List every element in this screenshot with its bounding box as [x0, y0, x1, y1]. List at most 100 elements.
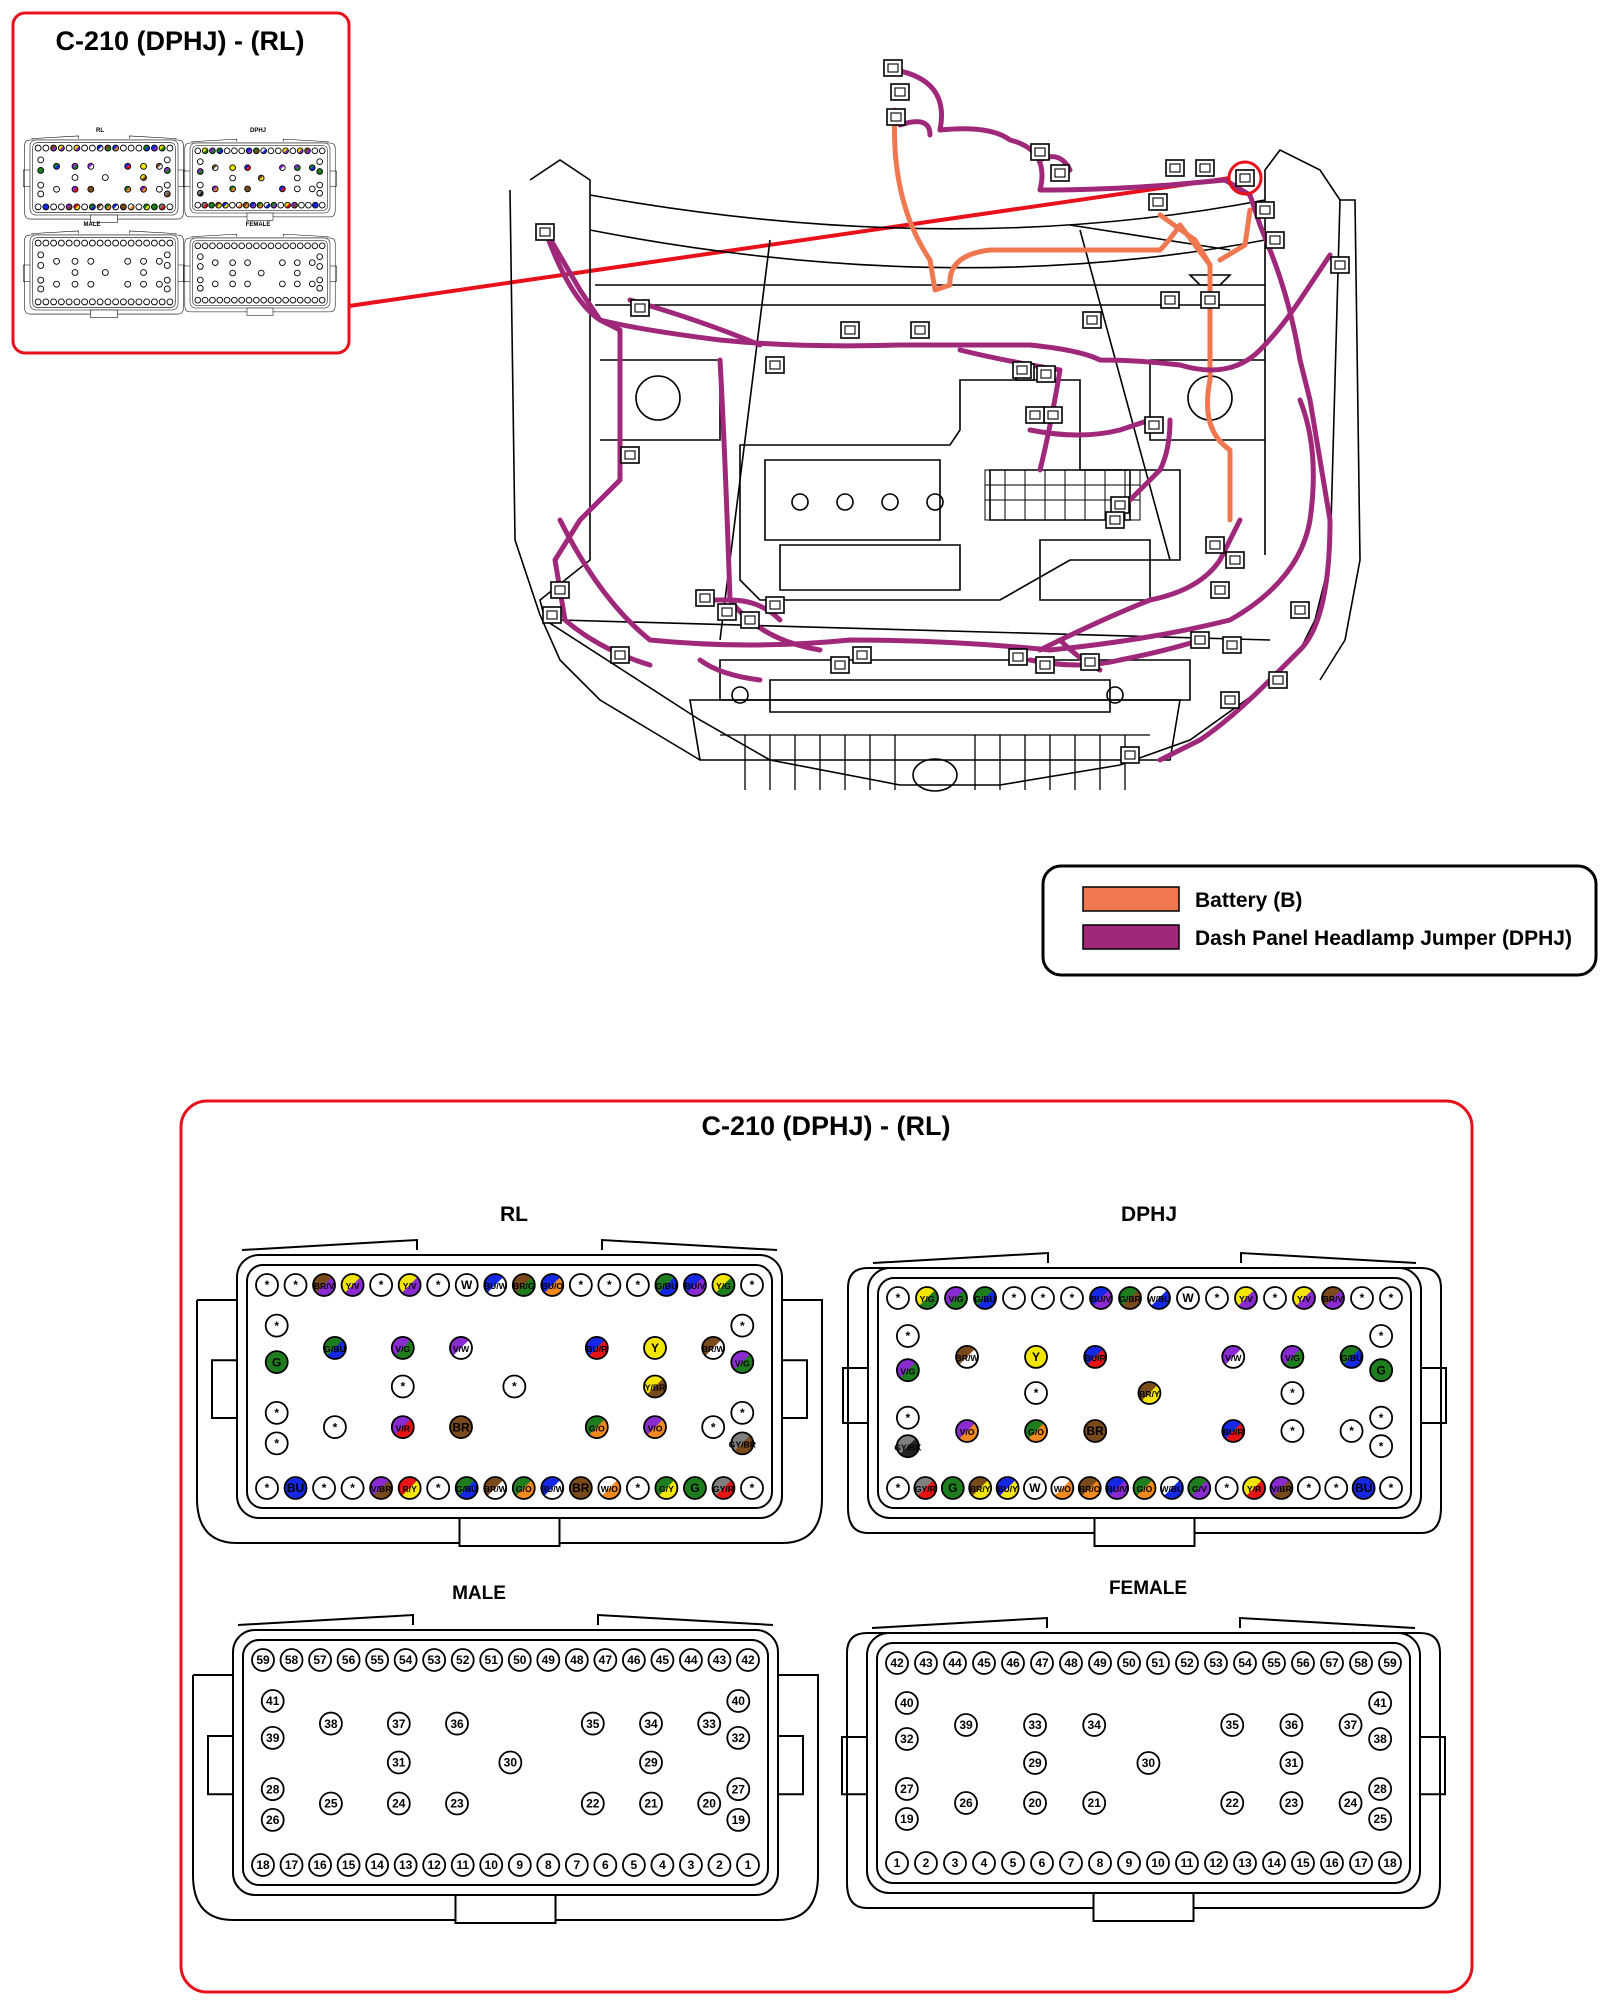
pin-label: 32 — [732, 1731, 746, 1745]
pin-label: V/G — [735, 1358, 750, 1368]
pin-label: 29 — [644, 1756, 658, 1770]
pin — [267, 296, 275, 304]
pin-label: * — [1273, 1291, 1278, 1305]
pin-label: 20 — [703, 1797, 717, 1811]
pin — [222, 201, 229, 209]
pin: V/O — [955, 1419, 979, 1443]
pin: BR/W — [955, 1345, 979, 1369]
pin: 6 — [1030, 1851, 1054, 1875]
pin — [257, 269, 265, 277]
harness-connector — [840, 321, 860, 339]
pin-label: 48 — [1064, 1656, 1078, 1670]
pin — [87, 280, 95, 288]
pin: V/BR — [1269, 1476, 1294, 1500]
pin: 39 — [954, 1713, 978, 1737]
pin-label: 7 — [1068, 1856, 1075, 1870]
pin-label: * — [896, 1291, 901, 1305]
pin — [135, 298, 143, 306]
pin — [244, 164, 251, 171]
pin: BR/W — [483, 1476, 508, 1500]
harness-connector — [1144, 416, 1164, 434]
pin: 49 — [536, 1648, 561, 1672]
pin-label: * — [750, 1481, 755, 1495]
pin: 36 — [1279, 1713, 1304, 1737]
harness-connector — [1195, 159, 1215, 177]
pin: 28 — [260, 1777, 285, 1802]
pin: BR — [1083, 1419, 1108, 1443]
pin-label: 18 — [256, 1858, 270, 1872]
pin: V/G — [390, 1336, 415, 1360]
harness-connector — [1222, 636, 1242, 654]
harness-connector — [610, 646, 630, 664]
pin — [316, 263, 324, 270]
panel-label-dphj: DPHJ — [1121, 1203, 1177, 1226]
pin: G/O — [584, 1415, 609, 1439]
pin: * — [255, 1273, 279, 1297]
pin-label: 14 — [1267, 1856, 1281, 1870]
pin: 14 — [1262, 1851, 1286, 1875]
pin: 21 — [1082, 1791, 1107, 1815]
pin: 12 — [422, 1853, 447, 1877]
pin — [101, 174, 109, 181]
pin-label: * — [436, 1481, 441, 1495]
pin: * — [1369, 1434, 1394, 1459]
pin: BU/Y — [995, 1476, 1020, 1500]
pin: Y — [1024, 1345, 1048, 1369]
pin: 26 — [954, 1791, 978, 1815]
pin — [229, 185, 236, 193]
pin — [143, 298, 151, 306]
pin-label: 5 — [631, 1858, 638, 1872]
pin-label: * — [1290, 1386, 1295, 1400]
pin-label: 55 — [1267, 1656, 1281, 1670]
pin-label: 38 — [1373, 1732, 1387, 1746]
pin — [229, 280, 236, 288]
pin-label: * — [1379, 1439, 1384, 1453]
pin — [223, 147, 231, 155]
pin: 59 — [1378, 1651, 1402, 1675]
pin: V/G — [730, 1350, 755, 1375]
mini-panel-label: FEMALE — [246, 222, 271, 228]
pin — [244, 185, 251, 193]
pin: 59 — [251, 1648, 275, 1672]
pin — [229, 259, 236, 266]
pin: 41 — [1368, 1691, 1393, 1715]
pin-label: * — [1215, 1291, 1220, 1305]
pin-label: 42 — [741, 1653, 755, 1667]
pin: 40 — [894, 1691, 919, 1715]
pin: Y/G — [711, 1273, 736, 1297]
connector — [183, 138, 337, 221]
pin: 37 — [1338, 1713, 1363, 1737]
pin: 27 — [726, 1777, 751, 1802]
pin-label: 50 — [1122, 1656, 1136, 1670]
pin — [216, 296, 224, 304]
pin — [242, 201, 250, 209]
pin-label: 25 — [324, 1797, 338, 1811]
panel-label-male: MALE — [452, 1583, 506, 1604]
pin — [216, 242, 224, 250]
pin-label: * — [740, 1319, 745, 1333]
pin-label: 11 — [456, 1858, 469, 1872]
pin — [316, 284, 324, 292]
pin — [238, 242, 246, 250]
pin — [166, 298, 174, 306]
pin — [53, 257, 60, 265]
pin-label: * — [636, 1481, 641, 1495]
harness-connector — [1030, 143, 1050, 161]
pin-label: 42 — [890, 1656, 904, 1670]
pin: BR/V — [312, 1273, 336, 1297]
pin: 31 — [386, 1750, 411, 1775]
pin: 51 — [1146, 1651, 1170, 1675]
pin — [294, 174, 301, 182]
pin-label: 36 — [1285, 1718, 1299, 1732]
pin: 40 — [726, 1689, 751, 1713]
pin-label: 17 — [285, 1858, 299, 1872]
pin-label: 47 — [599, 1653, 613, 1667]
pin — [282, 296, 289, 304]
pin: 37 — [386, 1711, 411, 1736]
pin — [260, 147, 267, 155]
pin — [196, 263, 204, 270]
pin: 38 — [318, 1711, 343, 1736]
pin: 2 — [707, 1853, 732, 1877]
pin-label: V/BR — [1271, 1484, 1292, 1494]
